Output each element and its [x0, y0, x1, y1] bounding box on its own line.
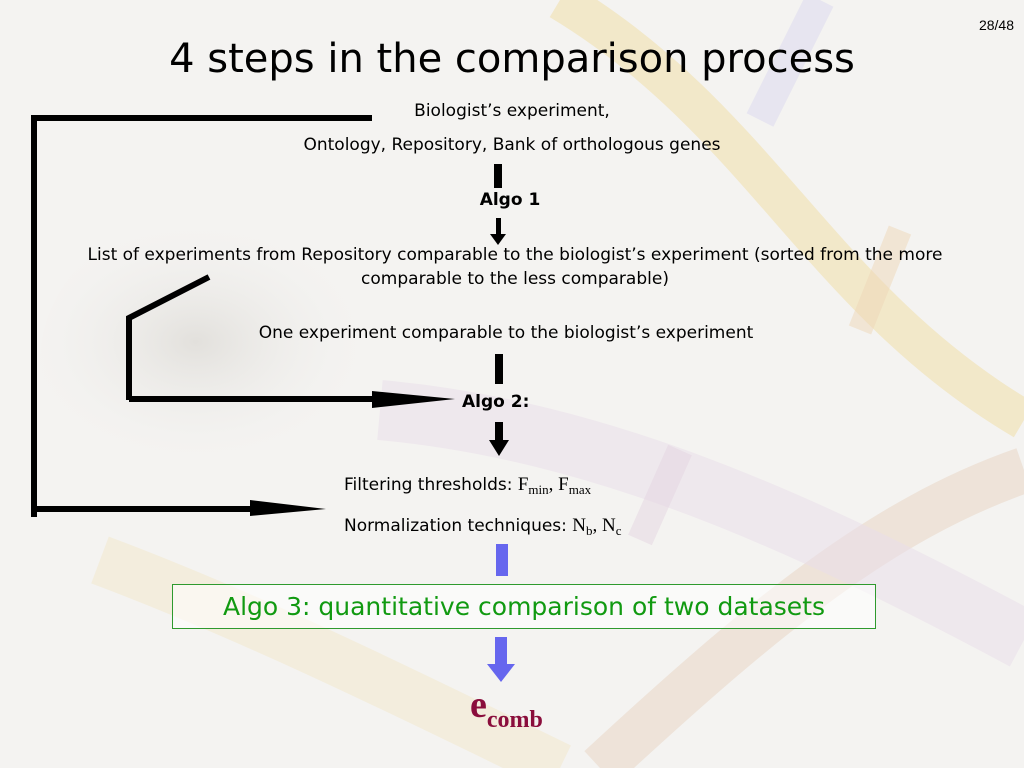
f-max-subscript: max [568, 482, 592, 497]
arrow-from-algo1-stem [496, 218, 501, 238]
arrow-from-algo2-stem [495, 422, 503, 444]
normalization-separator: , [592, 515, 603, 536]
arrow-from-algo2-head [489, 440, 509, 456]
f-symbol-2: F [558, 474, 569, 495]
inputs-line-1: Biologist’s experiment, [414, 101, 610, 121]
arrow-to-algo2-stem [495, 354, 503, 384]
slide-title: 4 steps in the comparison process [169, 36, 855, 82]
normalization-techniques: Normalization techniques: Nb, Nc [344, 515, 622, 539]
f-symbol: F [517, 474, 529, 495]
filtering-label: Filtering thresholds: [344, 475, 518, 495]
blue-bar-to-algo3 [496, 544, 508, 576]
experiment-list-text: List of experiments from Repository comp… [87, 245, 943, 289]
algo1-label: Algo 1 [479, 190, 541, 210]
blue-arrow-stem [495, 637, 507, 667]
inner-loop-connector [126, 274, 211, 400]
filtering-separator: , [548, 474, 559, 495]
arrow-from-algo1-head [490, 234, 506, 245]
output-comb-subscript: comb [486, 707, 543, 733]
n-c-subscript: c [615, 523, 622, 538]
one-experiment-text: One experiment comparable to the biologi… [258, 323, 754, 343]
outer-loop-arrowhead [250, 500, 326, 516]
inner-loop-arrowhead [372, 391, 455, 408]
n-b-subscript: b [586, 523, 593, 538]
f-min-subscript: min [528, 482, 549, 497]
n-symbol: N [572, 515, 587, 536]
filtering-thresholds: Filtering thresholds: Fmin, Fmax [344, 474, 591, 498]
n-symbol-2: N [602, 515, 616, 536]
algo2-label: Algo 2: [462, 392, 530, 412]
page-number: 28/48 [978, 17, 1014, 33]
algo3-box: Algo 3: quantitative comparison of two d… [172, 584, 876, 629]
output-e-comb: ecomb [470, 683, 543, 734]
output-e: e [470, 684, 487, 726]
arrow-to-algo1-stem [494, 164, 502, 188]
normalization-label: Normalization techniques: [344, 516, 573, 536]
inputs-line-2: Ontology, Repository, Bank of orthologou… [303, 135, 721, 155]
blue-arrow-head [487, 664, 515, 682]
outer-loop-connector [31, 115, 372, 517]
